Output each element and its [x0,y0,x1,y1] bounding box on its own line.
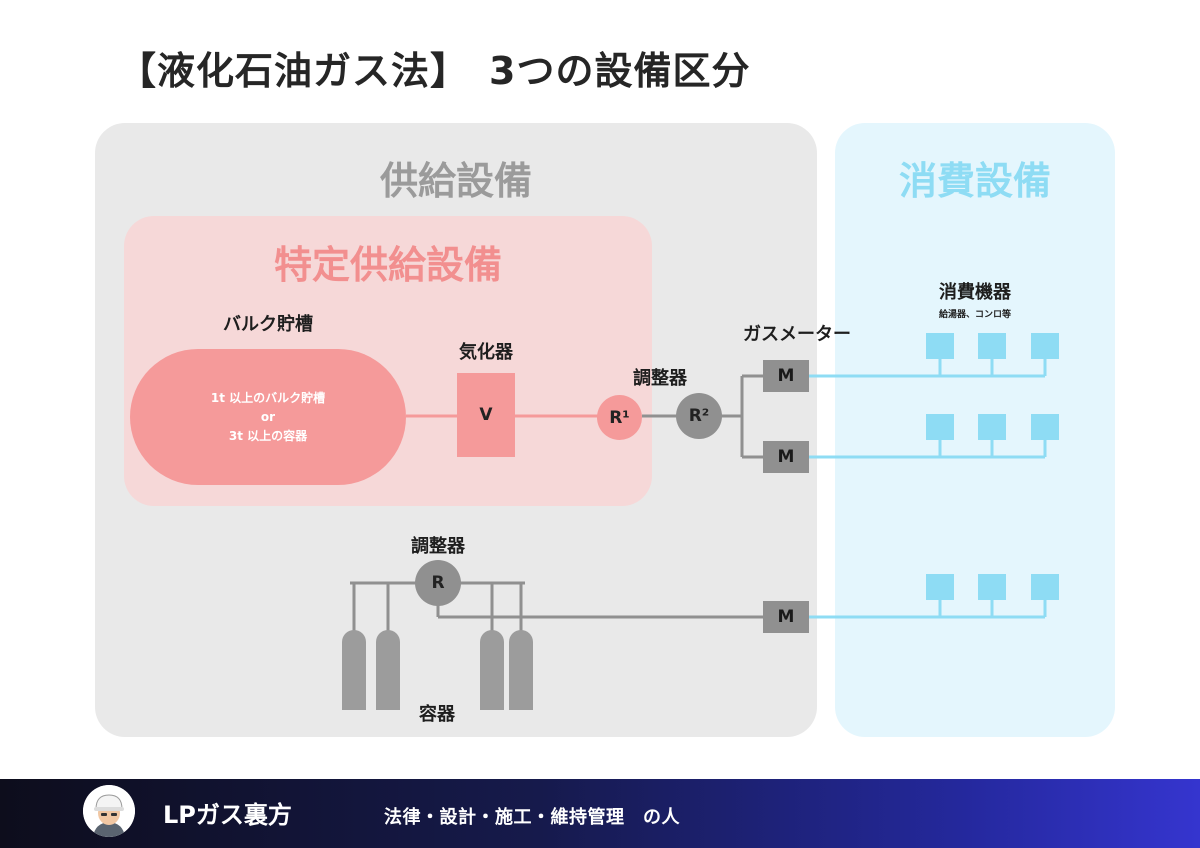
bulk-tank-label: バルク貯槽 [223,314,313,335]
appliance-box [1031,414,1059,440]
meter-symbol: M [777,447,795,467]
appliance-box [978,574,1006,600]
r2-symbol: R² [688,406,710,426]
gas-cylinder [480,630,504,710]
gas-meter-2: M [763,441,809,473]
regulator-r1: R¹ [597,395,642,440]
appliance-box [926,574,954,600]
worker-helmet-icon [83,785,135,837]
bulk-tank-text-2: 3t 以上の容器 [228,428,308,443]
gas-meter-3: M [763,601,809,633]
regulator-label-bottom: 調整器 [411,536,465,557]
brand-tagline: 法律・設計・施工・維持管理 の人 [384,807,680,828]
gas-cylinder [342,630,366,710]
appliance-box [926,333,954,359]
bulk-tank-text-or: or [260,409,276,424]
gas-meter-1: M [763,360,809,392]
appliance-box [1031,574,1059,600]
r1-symbol: R¹ [609,407,630,428]
regulator-r2: R² [676,393,722,439]
brand-name: LPガス裏方 [163,801,292,829]
bulk-tank: 1t 以上のバルク貯槽 or 3t 以上の容器 [130,349,406,485]
consumption-equipment-heading: 消費設備 [898,159,1051,203]
meter-symbol: M [777,366,795,386]
consumption-equipment-area [835,123,1115,737]
appliance-box [926,414,954,440]
appliances-note: 給湯器、コンロ等 [938,310,1011,320]
appliances-label: 消費機器 [939,282,1011,303]
regulator-label-top: 調整器 [633,368,687,389]
appliance-box [1031,333,1059,359]
footer-bar [0,779,1200,848]
gas-cylinder [509,630,533,710]
meter-symbol: M [777,607,795,627]
vaporizer-symbol: V [479,405,493,425]
vaporizer-label: 気化器 [459,342,513,363]
page-title: 【液化石油ガス法】 3つの設備区分 [118,49,751,93]
appliance-box [978,333,1006,359]
bulk-tank-text-1: 1t 以上のバルク貯槽 [210,390,326,405]
supply-equipment-heading: 供給設備 [379,159,532,203]
containers-label: 容器 [419,704,455,725]
appliance-box [978,414,1006,440]
gas-cylinder [376,630,400,710]
gas-meter-label: ガスメーター [743,324,851,345]
vaporizer: V [457,373,515,457]
r-symbol: R [431,573,445,593]
specific-supply-equipment-heading: 特定供給設備 [273,243,502,287]
regulator-r: R [415,560,461,606]
